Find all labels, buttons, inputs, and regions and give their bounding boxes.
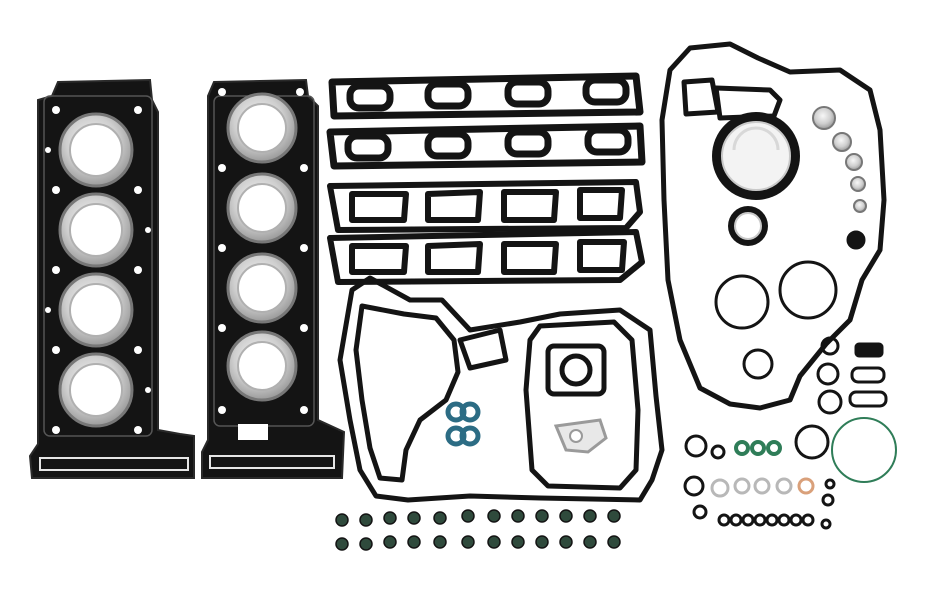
metal-gasket-small	[553, 418, 608, 454]
manifold-gasket-4	[327, 229, 645, 285]
manifold-gasket-2	[326, 122, 646, 170]
injector-seal-row	[717, 513, 815, 527]
water-pump-seal-blue	[445, 401, 481, 447]
metal-plugs	[812, 106, 867, 213]
manifold-gasket-3	[327, 179, 643, 233]
valve-cover-gasket	[659, 41, 887, 411]
crankshaft-seal	[712, 112, 800, 200]
valve-cover-rings	[714, 230, 866, 380]
head-gasket-right	[201, 78, 346, 479]
o-ring-set-green	[734, 440, 782, 456]
valve-stem-seals	[335, 509, 621, 551]
manifold-gasket-1	[328, 72, 644, 120]
head-gasket-left	[28, 78, 195, 479]
shaft-seal-small	[728, 206, 768, 246]
washer-set	[710, 477, 815, 498]
o-ring-set-black	[683, 336, 897, 530]
timing-cover-gasket	[337, 275, 665, 503]
